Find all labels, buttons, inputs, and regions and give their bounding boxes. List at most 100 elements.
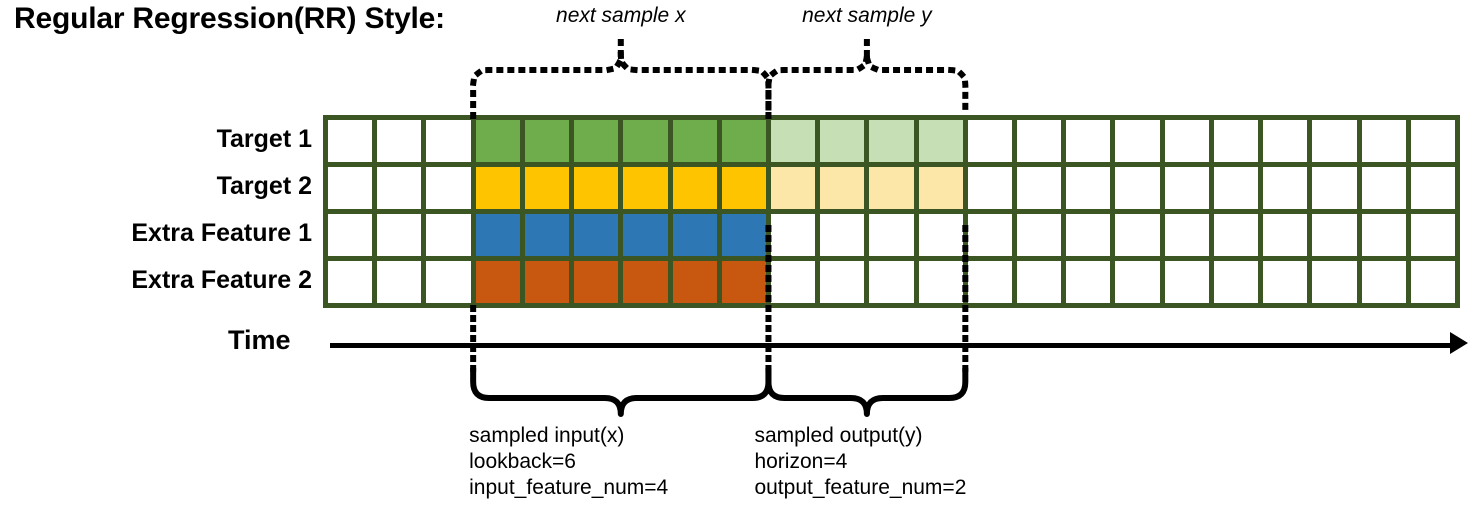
grid-cell <box>820 214 865 256</box>
next-sample-x-label: next sample x <box>556 4 686 27</box>
grid-cell <box>1164 120 1209 162</box>
grid-cell <box>672 120 717 162</box>
grid-cell <box>967 214 1013 256</box>
grid-cell <box>1410 214 1455 256</box>
grid-cell <box>328 167 373 209</box>
grid-cell <box>1115 214 1160 256</box>
grid-cell <box>328 261 373 303</box>
grid-cell <box>672 261 717 303</box>
grid-cell <box>1361 261 1406 303</box>
grid-cell <box>328 214 373 256</box>
grid-cell <box>1263 214 1308 256</box>
grid-cell <box>623 120 668 162</box>
row-label-1: Target 1 <box>216 125 312 153</box>
top-brace-next-sample-x <box>470 53 772 119</box>
grid-cell <box>820 120 865 162</box>
grid-cell <box>1361 167 1406 209</box>
grid-cell <box>524 120 570 162</box>
grid-cell <box>1017 167 1062 209</box>
grid-cell <box>869 214 914 256</box>
grid-cell <box>623 214 668 256</box>
sampled-output-description: sampled output(y) horizon=4 output_featu… <box>754 424 967 499</box>
grid-cell <box>1115 261 1160 303</box>
grid-cell <box>1263 167 1308 209</box>
grid-cell <box>672 214 717 256</box>
grid-cell <box>820 261 865 303</box>
time-axis-label: Time <box>228 325 291 355</box>
grid-cell <box>574 120 619 162</box>
sampled-input-description: sampled input(x) lookback=6 input_featur… <box>469 424 669 499</box>
row-label-2: Target 2 <box>216 172 312 200</box>
grid-cell <box>1164 261 1209 303</box>
grid-cell <box>918 214 963 256</box>
time-axis-line <box>330 343 1452 348</box>
grid-cell <box>721 120 766 162</box>
grid-cell <box>377 167 422 209</box>
grid-cell <box>967 261 1013 303</box>
grid-cell <box>918 261 963 303</box>
top-brace-next-sample-y <box>765 53 969 119</box>
grid-cell <box>869 120 914 162</box>
grid-cell <box>426 120 471 162</box>
grid-cell <box>475 167 520 209</box>
grid-cell <box>377 261 422 303</box>
grid-cell <box>869 167 914 209</box>
grid-cell <box>1312 120 1357 162</box>
grid-cell <box>721 261 766 303</box>
grid-cell <box>1263 120 1308 162</box>
grid-cell <box>426 167 471 209</box>
grid-cell <box>377 214 422 256</box>
grid-cell <box>967 120 1013 162</box>
grid-cell <box>1213 214 1259 256</box>
grid-cell <box>1312 167 1357 209</box>
time-axis-arrowhead <box>1450 332 1468 354</box>
grid-cell <box>967 167 1013 209</box>
grid-cell <box>574 167 619 209</box>
grid-cell <box>1312 261 1357 303</box>
grid-cell <box>475 261 520 303</box>
grid-cell <box>1213 167 1259 209</box>
grid-cell <box>721 167 766 209</box>
grid-cell <box>426 214 471 256</box>
grid-cell <box>524 214 570 256</box>
grid-cell <box>1213 120 1259 162</box>
timeline-grid <box>323 115 1460 308</box>
next-sample-y-label: next sample y <box>802 4 932 27</box>
grid-cell <box>1066 120 1111 162</box>
grid-cell <box>1164 214 1209 256</box>
grid-cell <box>475 120 520 162</box>
grid-cell <box>1017 261 1062 303</box>
grid-cell <box>721 214 766 256</box>
grid-cell <box>1410 167 1455 209</box>
grid-cell <box>672 167 717 209</box>
grid-cell <box>770 214 816 256</box>
grid-cell <box>524 167 570 209</box>
grid-cell <box>1115 120 1160 162</box>
bottom-brace-sampled-input <box>470 368 772 417</box>
grid-cell <box>377 120 422 162</box>
grid-cell <box>623 167 668 209</box>
grid-cell <box>574 261 619 303</box>
grid-cell <box>426 261 471 303</box>
grid-cell <box>574 214 619 256</box>
grid-cell <box>1066 167 1111 209</box>
grid-cell <box>1066 261 1111 303</box>
grid-cell <box>770 261 816 303</box>
grid-cell <box>1017 214 1062 256</box>
grid-cell <box>1164 167 1209 209</box>
grid-cell <box>475 214 520 256</box>
grid-cell <box>1410 261 1455 303</box>
grid-cell <box>918 120 963 162</box>
grid-cell <box>820 167 865 209</box>
row-label-3: Extra Feature 1 <box>131 219 312 247</box>
grid-cell <box>770 120 816 162</box>
grid-cell <box>1312 214 1357 256</box>
grid-cell <box>1115 167 1160 209</box>
grid-cell <box>1361 120 1406 162</box>
grid-cell <box>1361 214 1406 256</box>
row-label-4: Extra Feature 2 <box>131 266 312 294</box>
grid-cell <box>328 120 373 162</box>
grid-cell <box>1017 120 1062 162</box>
grid-cell <box>1066 214 1111 256</box>
